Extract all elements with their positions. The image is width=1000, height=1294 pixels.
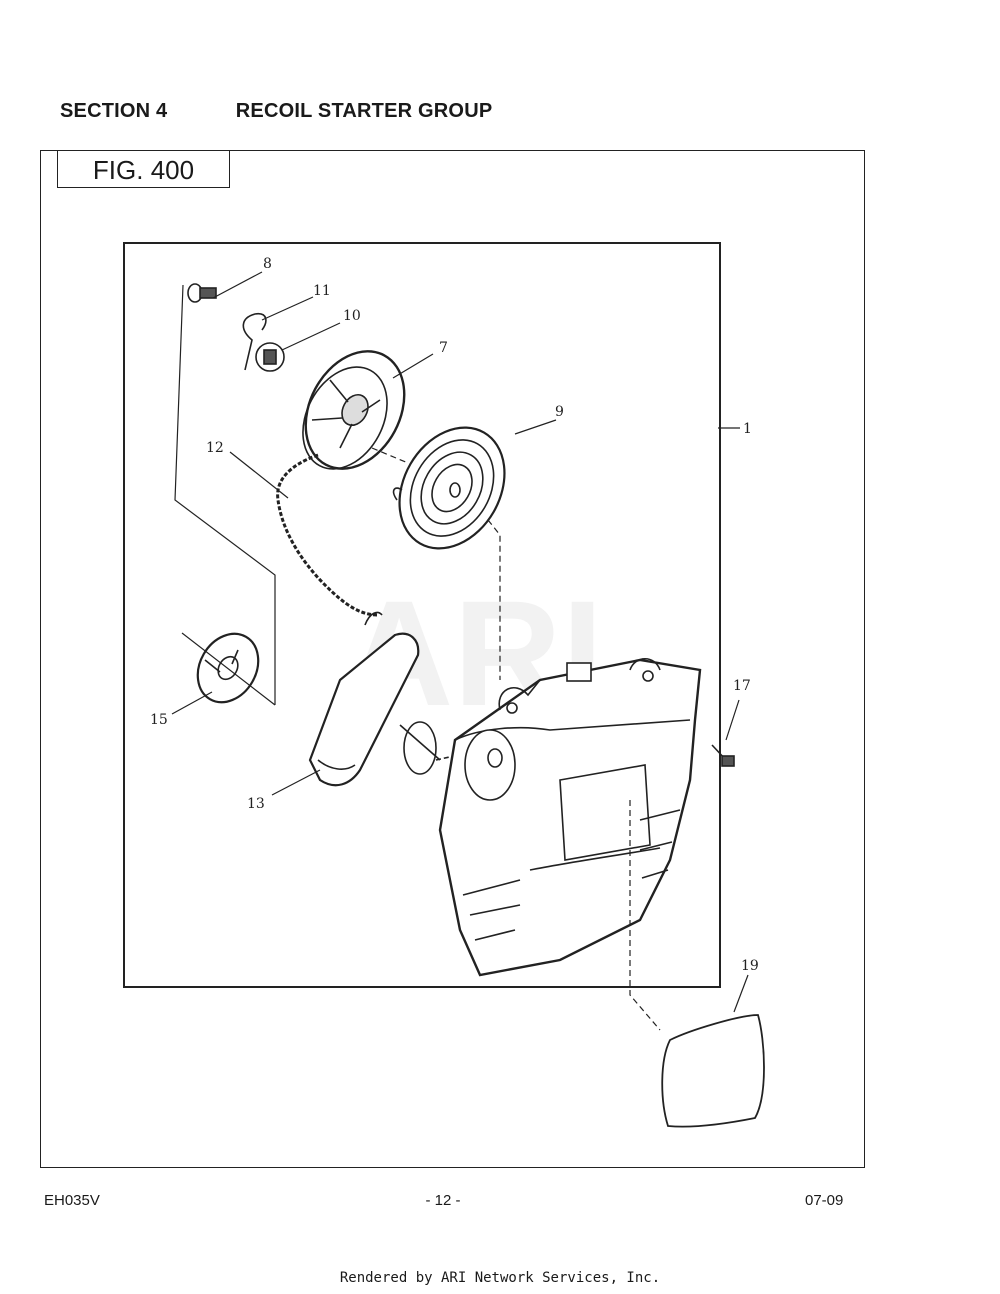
part-19-label bbox=[661, 1014, 765, 1128]
part-12-starter-rope bbox=[276, 453, 379, 617]
footer-model: EH035V bbox=[44, 1192, 100, 1209]
footer-date: 07-09 bbox=[805, 1192, 844, 1209]
callout-11: 11 bbox=[313, 283, 331, 299]
figure-label: FIG. 400 bbox=[57, 150, 230, 188]
section-title: RECOIL STARTER GROUP bbox=[235, 100, 493, 122]
part-11-spring-clip bbox=[242, 312, 267, 371]
callout-8: 8 bbox=[263, 256, 272, 272]
callout-10: 10 bbox=[343, 308, 361, 324]
callout-19: 19 bbox=[741, 958, 759, 974]
callout-12: 12 bbox=[206, 440, 224, 456]
callout-15: 15 bbox=[150, 712, 168, 728]
callout-leaders bbox=[171, 271, 749, 1013]
callout-7: 7 bbox=[439, 340, 448, 356]
part-17-bolt bbox=[711, 744, 735, 767]
part-1-starter-housing bbox=[438, 657, 702, 977]
figure-frame bbox=[40, 150, 865, 1168]
part-10-ratchet bbox=[255, 342, 285, 372]
callout-17: 17 bbox=[733, 678, 751, 694]
callout-13: 13 bbox=[247, 796, 265, 812]
diagram-frame bbox=[123, 242, 721, 988]
part-9-recoil-spring bbox=[392, 426, 506, 550]
callout-1: 1 bbox=[743, 421, 752, 437]
section-number: SECTION 4 bbox=[60, 100, 168, 122]
section-heading: SECTION 4 RECOIL STARTER GROUP bbox=[60, 100, 492, 123]
footer-page-number: - 12 - bbox=[425, 1192, 461, 1209]
assembly-guide-lines bbox=[174, 284, 661, 1031]
callout-9: 9 bbox=[555, 404, 564, 420]
part-8-screw bbox=[187, 283, 217, 303]
rendered-by-credit: Rendered by ARI Network Services, Inc. bbox=[339, 1270, 661, 1286]
part-7-reel bbox=[302, 350, 406, 470]
